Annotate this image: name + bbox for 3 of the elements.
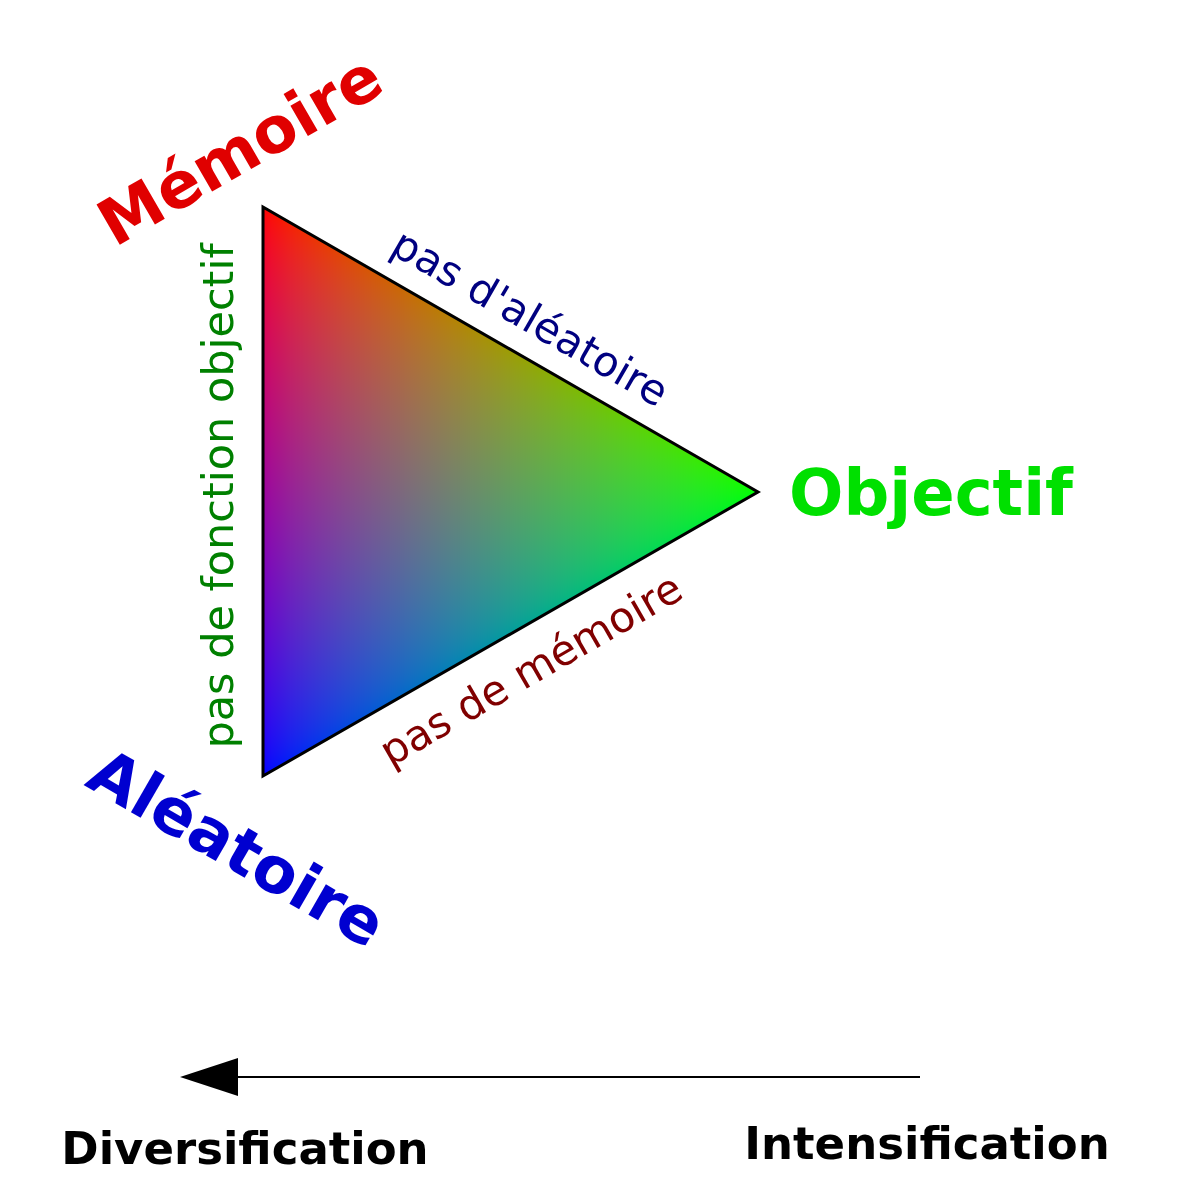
scale-end-label: Diversification xyxy=(61,1125,429,1171)
scale-end-label: Intensification xyxy=(744,1120,1110,1166)
side-label: pas de fonction objectif xyxy=(196,243,240,749)
